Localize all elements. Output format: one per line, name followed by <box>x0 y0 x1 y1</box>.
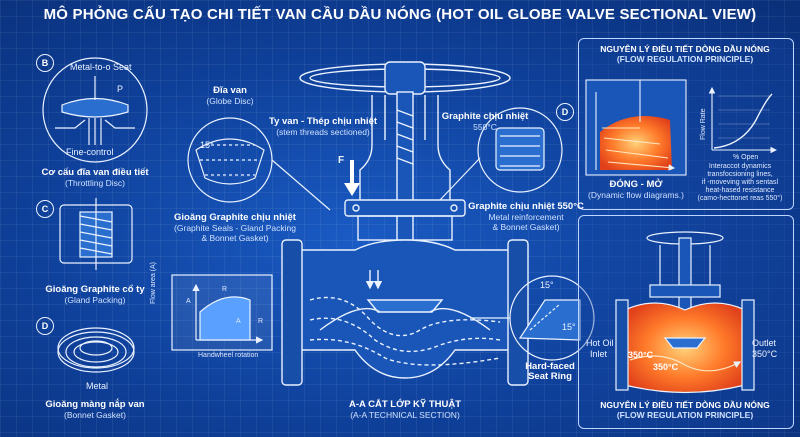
inlet-label-2: Inlet <box>590 349 608 359</box>
disc-angle: 15° <box>200 140 214 150</box>
open-close-label: ĐÓNG - MỞ <box>609 179 663 190</box>
graphite-left-caption: Gioăng Graphite chịu nhiệt (Graphite Sea… <box>170 212 300 244</box>
temp-left-label: 350°C <box>628 350 654 360</box>
badge-d-right: D <box>556 103 574 121</box>
seat-angle-top: 15° <box>540 280 554 290</box>
flow-chart-xlabel: Handwheel rotation <box>198 352 259 359</box>
outlet-label-2: 350°C <box>752 349 778 359</box>
flow-note: Interaccot dynamics transfocsioning line… <box>690 163 790 203</box>
graphite-right-line2: & Bonnet Gasket) <box>492 222 560 232</box>
seat-ring-detail <box>470 275 595 361</box>
gland-packing-detail <box>59 198 133 270</box>
flow-area-chart <box>171 274 273 351</box>
flow-top-title-en: (FLOW REGULATION PRINCIPLE) <box>616 54 754 64</box>
throttling-title-en: (Throttling Disc) <box>65 178 125 188</box>
p-label: P <box>117 84 124 94</box>
force-arrow <box>344 160 360 196</box>
flow-rate-label: Flow Rate <box>700 108 707 140</box>
graphite-right-caption: Graphite chịu nhiệt 550°C Metal reinforc… <box>466 201 586 233</box>
flow-bottom-title: NGUYÊN LÝ ĐIỀU TIẾT DÒNG DẦU NÓNG (FLOW … <box>580 400 790 420</box>
flow-note-1: Interaccot dynamics <box>708 163 772 170</box>
temp-mid-label: 350°C <box>653 362 679 372</box>
seat-ring-title1: Hard-faced <box>525 361 575 372</box>
metal-seat-label: Metal-to-o Seat <box>70 62 132 72</box>
open-close-caption: ĐÓNG - MỞ (Dynamic flow diagrams.) <box>586 179 686 201</box>
fine-control-label: Fine-control <box>66 147 114 157</box>
inlet-label-1: Hot Oil <box>586 338 614 348</box>
disc-title-en: (Globe Disc) <box>206 96 254 106</box>
page-title: MÔ PHỎNG CẤU TẠO CHI TIẾT VAN CẦU DẦU NÓ… <box>43 6 757 23</box>
graphite-left-title: Gioăng Graphite chịu nhiệt <box>174 212 296 223</box>
bonnet-title-en: (Bonnet Gasket) <box>64 410 126 420</box>
flow-top-title-vi: NGUYÊN LÝ ĐIỀU TIẾT DÒNG DẦU NÓNG <box>600 44 770 54</box>
section-caption: A-A CẮT LỚP KỸ THUẬT (A-A TECHNICAL SECT… <box>340 399 470 421</box>
bonnet-title-vi: Gioăng màng nắp van <box>45 399 145 410</box>
flow-chart-ylabel: Flow area (A) <box>150 261 157 304</box>
graphite-right-line1: Metal reinforcement <box>488 212 564 222</box>
flow-chart-a-top: A <box>186 298 191 305</box>
flow-chart-a-mid: A <box>236 318 241 325</box>
bonnet-gasket-caption: Gioăng màng nắp van (Bonnet Gasket) <box>20 399 170 421</box>
graphite-packing-detail <box>439 107 563 201</box>
stem-caption: Ty van - Thép chịu nhiệt (stem threads s… <box>258 116 388 138</box>
gland-title-en: (Gland Packing) <box>64 295 126 305</box>
graphite-top-title: Graphite chịu nhiệt <box>441 111 529 122</box>
globe-disc-detail <box>187 117 331 211</box>
flow-regulation-bottom-graphic <box>615 231 755 394</box>
graphite-left-line1: (Graphite Seals - Gland Packing <box>174 223 296 233</box>
dynamic-label: (Dynamic flow diagrams.) <box>588 190 684 200</box>
badge-c: C <box>36 200 54 218</box>
flow-bottom-title-vi: NGUYÊN LÝ ĐIỀU TIẾT DÒNG DẦU NÓNG <box>600 400 770 410</box>
graphite-top-caption: Graphite chịu nhiệt 550°C <box>440 111 530 133</box>
throttling-title-vi: Cơ cấu đĩa van điều tiết <box>41 167 149 178</box>
globe-valve-body <box>281 61 529 386</box>
gland-title-vi: Gioăng Graphite cổ ty <box>45 284 145 295</box>
graphite-right-title: Graphite chịu nhiệt 550°C <box>468 201 584 212</box>
throttling-disc-caption: Cơ cấu đĩa van điều tiết (Throttling Dis… <box>20 167 170 189</box>
flow-note-3: if -moveving with sentasl <box>701 179 779 186</box>
section-title-en: (A-A TECHNICAL SECTION) <box>350 410 460 420</box>
disc-title-vi: Đĩa van <box>213 85 247 96</box>
flow-note-4: heat-hased resistance <box>705 187 775 194</box>
seat-angle-right: 15° <box>562 322 576 332</box>
section-title-vi: A-A CẮT LỚP KỸ THUẬT <box>348 399 462 410</box>
metal-label: Metal <box>86 381 109 391</box>
force-label: F <box>338 155 345 166</box>
globe-disc-caption: Đĩa van (Globe Disc) <box>190 85 270 107</box>
graphite-top-temp: 550°C <box>473 122 497 132</box>
gland-packing-caption: Gioăng Graphite cổ ty (Gland Packing) <box>20 284 170 306</box>
seat-ring-title2: Seat Ring <box>528 371 572 382</box>
badge-d-left: D <box>36 317 54 335</box>
badge-b: B <box>36 54 54 72</box>
graphite-left-line2: & Bonnet Gasket) <box>201 233 269 243</box>
bonnet-gasket-detail <box>57 327 135 373</box>
stem-title-vi: Ty van - Thép chịu nhiệt <box>268 116 378 127</box>
flow-top-title: NGUYÊN LÝ ĐIỀU TIẾT DÒNG DẦU NÓNG (FLOW … <box>580 44 790 64</box>
throttling-disc-detail <box>42 57 148 163</box>
flow-chart-r-right: R <box>258 318 264 325</box>
percent-open-label: % Open <box>733 154 759 161</box>
seat-ring-caption: Hard-faced Seat Ring <box>520 362 580 382</box>
flow-chart-r-top: R <box>222 286 228 293</box>
flow-note-5: (camo-hecttonet reas 550°) <box>697 195 783 202</box>
stem-title-en: (stem threads sectioned) <box>276 127 370 137</box>
flow-note-2: transfocsioning lines, <box>707 171 773 178</box>
outlet-label-1: Outlet <box>752 338 777 348</box>
flow-regulation-top-graphic <box>585 79 778 176</box>
flow-bottom-title-en: (FLOW REGULATION PRINCIPLE) <box>616 410 754 420</box>
